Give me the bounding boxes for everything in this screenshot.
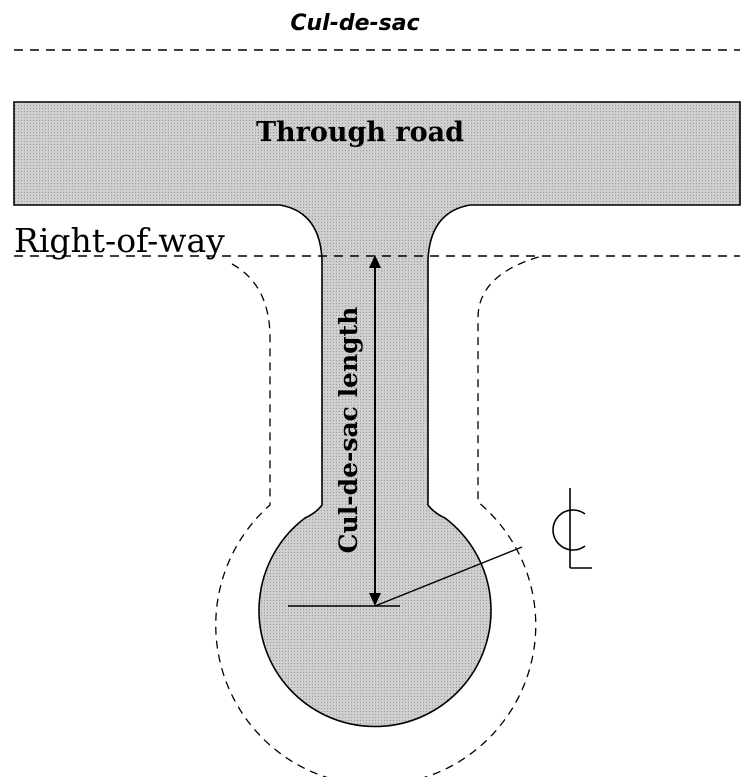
through-road-label: Through road [256,117,464,148]
length-arrow-top [369,255,381,268]
length-arrow-bottom [369,593,381,606]
pavement-area [13,101,741,728]
centerline-icon [552,488,592,569]
right-of-way-label: Right-of-way [14,221,225,260]
cul-de-sac-length-label: Cul-de-sac length [334,307,363,554]
centerline-leader-line [374,546,523,607]
cul-de-sac-right-of-way-boundary [215,255,543,777]
diagram-title: Cul-de-sac [290,11,419,36]
